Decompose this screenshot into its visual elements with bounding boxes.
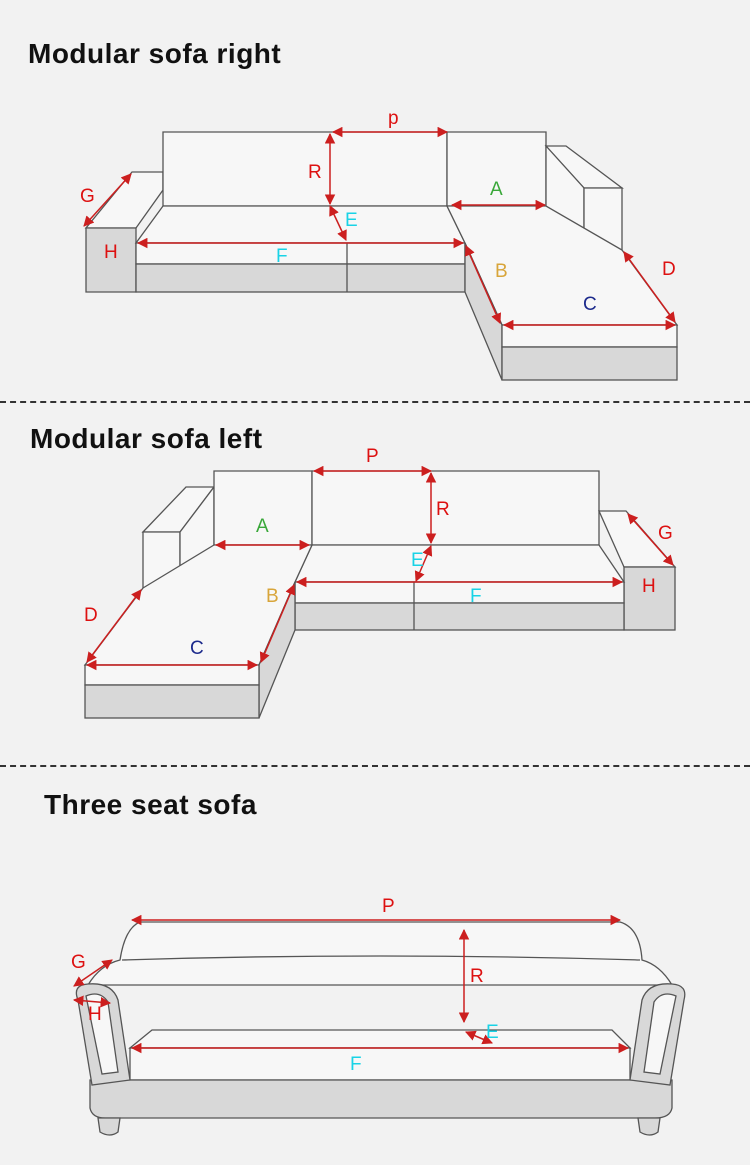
label-h: H [642,576,656,597]
label-p: P [382,896,395,917]
seat-front [129,1047,631,1081]
seat-top [128,1029,632,1049]
label-f: F [276,246,288,267]
diagram-modular-sofa-left: P R E A G H F B C D [83,446,677,719]
label-a: A [490,179,503,200]
label-h: H [88,1004,102,1025]
label-d: D [662,259,676,280]
diagram-modular-sofa-right: p R E A G H F B C D [80,108,679,381]
label-g: G [658,523,673,544]
label-p: p [388,108,399,129]
chaise-base [84,684,260,719]
label-c: C [583,294,597,315]
label-g: G [80,186,95,207]
label-e: E [345,210,358,231]
right-leg [637,1117,661,1136]
divider-2 [0,765,750,767]
title-three-seat-sofa: Three seat sofa [44,789,257,820]
label-a: A [256,516,269,537]
seat-base [135,263,466,293]
label-b: B [266,586,279,607]
chaise-base [501,346,678,381]
label-p: P [366,446,379,467]
label-f: F [470,586,482,607]
label-e: E [486,1022,499,1043]
seat-base [294,602,625,631]
label-g: G [71,952,86,973]
label-r: R [470,966,484,987]
label-c: C [190,638,204,659]
title-modular-sofa-right: Modular sofa right [28,38,282,69]
label-b: B [495,261,508,282]
left-leg [97,1117,121,1136]
label-h: H [104,242,118,263]
label-f: F [350,1054,362,1075]
divider-1 [0,401,750,403]
label-r: R [436,499,450,520]
right-arm-front [623,566,676,631]
sofa-base [89,1079,673,1119]
label-d: D [84,605,98,626]
title-modular-sofa-left: Modular sofa left [30,423,263,454]
sofa-back [86,921,674,986]
label-e: E [411,550,424,571]
label-r: R [308,162,322,183]
